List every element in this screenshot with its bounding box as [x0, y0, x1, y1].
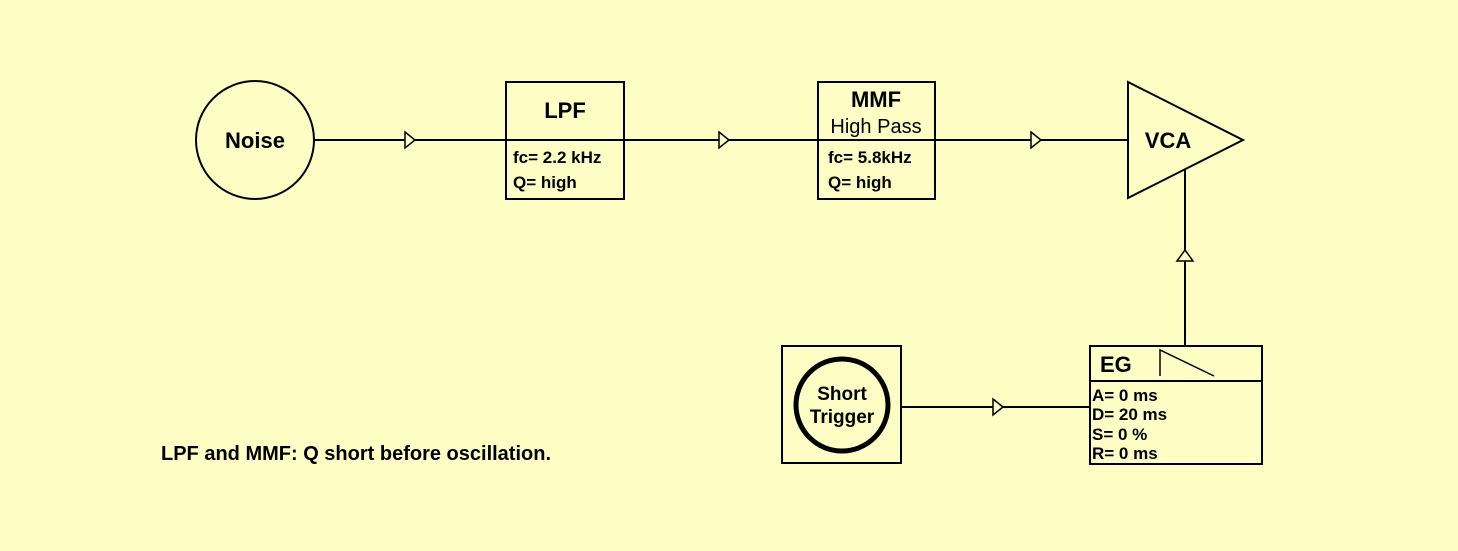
- lpf-resonance: Q= high: [513, 173, 577, 192]
- arrow-right-icon: [404, 130, 417, 150]
- arrow-right-icon: [718, 130, 731, 150]
- envelope-icon: [1159, 348, 1215, 377]
- vca-triangle: [1127, 80, 1246, 200]
- arrow-right-icon: [992, 397, 1005, 417]
- trigger-block: [781, 345, 902, 464]
- mmf-mode: High Pass: [830, 116, 921, 138]
- mmf-resonance: Q= high: [828, 173, 892, 192]
- arrow-right-icon: [1030, 130, 1043, 150]
- lpf-cutoff: fc= 2.2 kHz: [513, 148, 601, 167]
- eg-sustain: S= 0 %: [1092, 425, 1147, 444]
- eg-release: R= 0 ms: [1092, 444, 1158, 463]
- mmf-cutoff: fc= 5.8kHz: [828, 148, 912, 167]
- footnote: LPF and MMF: Q short before oscillation.: [161, 443, 551, 465]
- trigger-label-line1: Short: [817, 384, 867, 405]
- trigger-label-line2: Trigger: [810, 407, 875, 428]
- noise-label: Noise: [225, 128, 285, 153]
- noise-node: [195, 80, 315, 200]
- arrow-up-icon: [1175, 248, 1195, 262]
- mmf-title: MMF: [851, 87, 901, 112]
- trigger-ring: [793, 356, 891, 454]
- eg-title: EG: [1100, 352, 1132, 377]
- eg-decay: D= 20 ms: [1092, 405, 1167, 424]
- vca-label: VCA: [1145, 128, 1192, 153]
- eg-attack: A= 0 ms: [1092, 386, 1158, 405]
- lpf-title: LPF: [544, 98, 586, 123]
- eg-block: [1089, 345, 1263, 465]
